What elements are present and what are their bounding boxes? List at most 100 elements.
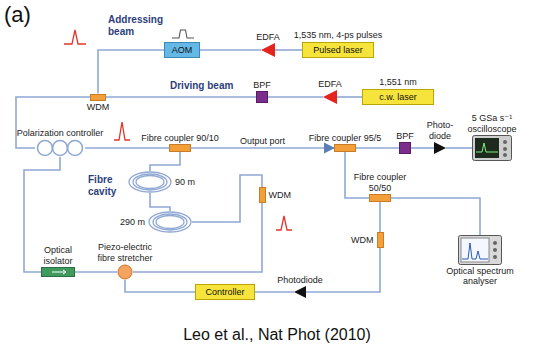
optical-fibre xyxy=(192,175,262,222)
fibre-component-shape xyxy=(334,144,356,152)
label-group: Fibre coupler 95/5 xyxy=(309,133,382,143)
optical-fibre xyxy=(411,147,434,149)
photodiode-symbol-shape xyxy=(434,142,446,154)
component-label: WDM xyxy=(87,102,110,112)
amplifier-triangle: EDFA xyxy=(256,32,280,57)
device-name: Controller xyxy=(205,287,244,297)
label-group: BPF xyxy=(396,131,414,141)
device-name: c.w. laser xyxy=(379,92,417,102)
fibre-component-shape xyxy=(169,144,191,152)
optical-fibre xyxy=(75,271,117,273)
device-box-shape: Controller xyxy=(195,284,255,300)
optical-fibre xyxy=(191,147,334,149)
optical-fibre xyxy=(337,96,362,98)
pulse-sketch xyxy=(276,216,292,230)
device-box: 1,551 nm c.w. laser xyxy=(362,77,434,105)
component-label: Optical spectrum analyser xyxy=(438,266,522,287)
label-group: WDM xyxy=(87,102,110,112)
filter-box: BPF xyxy=(396,131,414,154)
component-label: EDFA xyxy=(256,32,280,42)
label-group: 5 GSa s⁻¹ oscilloscope xyxy=(460,113,524,134)
oscilloscope-icon-art xyxy=(472,135,512,161)
cavity-title: Fibre cavity xyxy=(88,174,128,197)
label-group: Piezo-electric fibre stretcher xyxy=(89,242,161,263)
beam-title: Addressing beam xyxy=(108,14,168,37)
oscilloscope-icon-shape xyxy=(472,135,512,161)
device-name: AOM xyxy=(172,45,193,55)
amplifier-triangle: EDFA xyxy=(318,79,342,104)
photodiode-symbol-art xyxy=(294,286,306,298)
optical-fibre xyxy=(106,96,256,98)
fibre-spool-art xyxy=(128,171,172,193)
component-label: Fibre coupler 95/5 xyxy=(309,133,382,143)
optical-fibre xyxy=(306,248,380,292)
fibre-component-shape xyxy=(90,94,106,101)
component-label: Optical isolator xyxy=(33,245,83,266)
component-label: BPF xyxy=(396,131,414,141)
fibre-component-shape xyxy=(259,187,266,203)
fibre-component-shape xyxy=(369,194,391,202)
label-group: Polarization controller xyxy=(17,128,104,138)
optical-fibre xyxy=(125,280,195,292)
polarization-loops-art xyxy=(35,139,85,157)
fibre-component: WDM xyxy=(259,187,292,203)
amplifier-triangle-art xyxy=(261,43,275,57)
optical-fibre xyxy=(16,97,90,148)
optical-fibre xyxy=(150,193,170,211)
label-group: WDM xyxy=(351,235,374,245)
component-label: WDM xyxy=(269,190,292,200)
label-group: 1,535 nm, 4-ps pulses xyxy=(294,30,383,40)
analyser-icon-shape xyxy=(458,235,502,265)
photodiode-symbol-shape xyxy=(294,286,306,298)
label-group: 290 m xyxy=(120,217,145,227)
device-box: AOM xyxy=(164,42,200,58)
isolator-box-shape xyxy=(41,267,75,277)
pulse-sketch xyxy=(64,30,86,44)
filter-box-shape xyxy=(256,91,268,103)
label-group: WDM xyxy=(269,190,292,200)
fibre-component: WDM xyxy=(351,232,384,248)
component-label: Piezo-electric fibre stretcher xyxy=(89,242,161,263)
optical-fibre xyxy=(379,202,381,232)
label-group: Photo-diode xyxy=(423,120,457,141)
device-name: Pulsed laser xyxy=(313,45,363,55)
fibre-spool-shape xyxy=(148,211,192,233)
label-group: EDFA xyxy=(318,79,342,89)
component-label: 5 GSa s⁻¹ oscilloscope xyxy=(460,113,524,134)
component-label: Photo-diode xyxy=(423,120,457,141)
fibre-spool-art xyxy=(148,211,192,233)
photodiode-symbol-art xyxy=(434,142,446,154)
optical-fibre xyxy=(391,198,480,235)
device-box: Controller xyxy=(195,284,255,300)
device-box-shape: AOM xyxy=(164,42,200,58)
optical-fibre xyxy=(356,147,399,149)
device-box-shape: c.w. laser xyxy=(362,89,434,105)
optical-fibre xyxy=(98,50,164,94)
fibre-component: Fibre coupler 50/50 xyxy=(352,172,408,202)
optical-fibre xyxy=(268,96,323,98)
pulse-sketch xyxy=(114,122,130,140)
isolator-box-art xyxy=(42,268,76,278)
figure-caption: Leo et al., Nat Phot (2010) xyxy=(0,326,554,344)
gate-sketch xyxy=(172,30,194,38)
fibre-component-shape xyxy=(377,232,384,248)
fibre-spool-shape xyxy=(128,171,172,193)
optical-fibre xyxy=(275,49,302,51)
polarization-loops: Polarization controller xyxy=(17,128,104,157)
optical-fibre xyxy=(446,147,472,149)
component-label: 1,551 nm xyxy=(379,77,417,87)
label-group: Fibre coupler 90/10 xyxy=(141,133,219,143)
isolator-box: Optical isolator xyxy=(33,245,83,277)
component-label: WDM xyxy=(351,235,374,245)
component-label: Polarization controller xyxy=(17,128,104,138)
stretcher-circle-shape xyxy=(117,264,133,280)
fibre-spool: 290 m xyxy=(120,211,192,233)
label-group: EDFA xyxy=(256,32,280,42)
polarization-loops-shape xyxy=(35,139,85,157)
label-group: Photodiode xyxy=(277,275,323,285)
fibre-component: Fibre coupler 95/5 xyxy=(309,133,382,152)
component-label: 290 m xyxy=(120,217,145,227)
device-box-shape: Pulsed laser xyxy=(302,42,374,58)
